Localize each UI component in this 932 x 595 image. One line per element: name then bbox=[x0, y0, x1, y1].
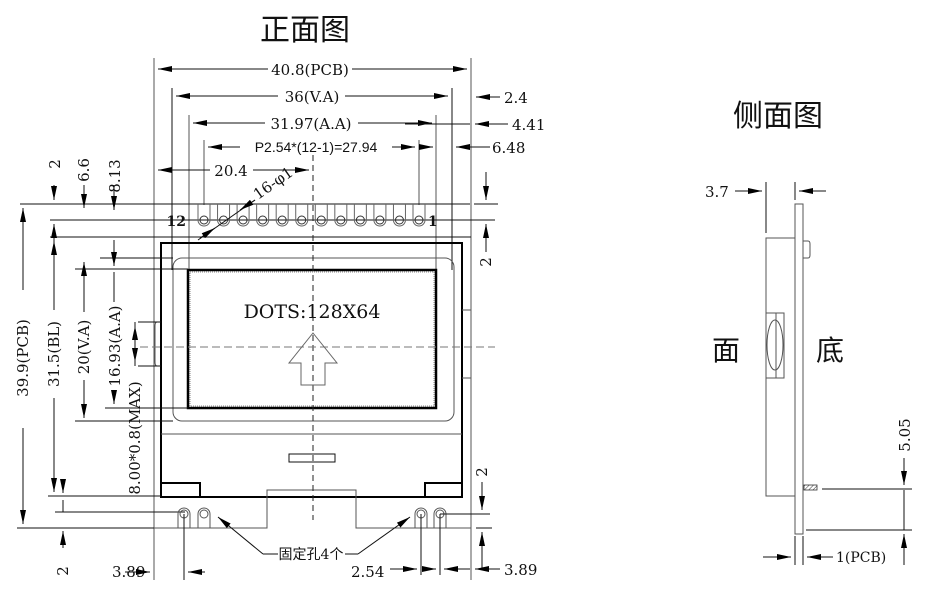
dim-bottom-2-left: 2 bbox=[54, 566, 72, 576]
dim-center-offset: 20.4 bbox=[214, 162, 247, 180]
mount-holes bbox=[177, 507, 447, 528]
dim-pcb-thickness: 1(PCB) bbox=[836, 550, 886, 566]
dim-va-height: 20(V.A) bbox=[75, 320, 93, 375]
face-label: 面 bbox=[712, 334, 740, 367]
pin-pad bbox=[236, 204, 250, 227]
dim-right-top-2: 2 bbox=[477, 257, 495, 267]
pcb-bottom-notch bbox=[154, 489, 471, 529]
side-connector bbox=[803, 240, 811, 259]
pin-pad bbox=[256, 204, 270, 227]
dim-offset-6-48: 6.48 bbox=[492, 139, 525, 157]
side-pcb bbox=[794, 203, 804, 535]
side-view-title: 侧面图 bbox=[733, 99, 823, 134]
pin-pad bbox=[275, 204, 289, 227]
backlight-frame bbox=[160, 242, 463, 498]
bottom-label: 底 bbox=[816, 334, 844, 367]
dim-side-thickness: 3.7 bbox=[705, 183, 729, 201]
dim-hole-spec: 16-φ1 bbox=[250, 163, 297, 203]
dim-bottom-right-3-89: 3.89 bbox=[504, 561, 537, 579]
pin-pad bbox=[373, 204, 387, 227]
dim-aa-height: 16.93(A.A) bbox=[106, 305, 124, 386]
orientation-arrow-icon bbox=[287, 332, 339, 386]
pin-first-label: 12 bbox=[167, 214, 186, 230]
dim-bottom-2-54: 2.54 bbox=[351, 563, 384, 581]
bottom-dimensions: 3.89 2.54 3.89 固定孔4个 bbox=[112, 516, 537, 581]
right-dimensions: 2 2 bbox=[473, 172, 498, 568]
side-pin bbox=[803, 484, 818, 491]
dim-bl-height: 31.5(BL) bbox=[45, 321, 63, 387]
side-view: 面 底 3.7 1(PCB) 5.05 bbox=[705, 182, 914, 566]
front-view: DOTS:128X64 12 1 bbox=[17, 58, 495, 580]
left-dimensions: 39.9(PCB) 2 31.5(BL) 6.6 20(V.A) 8.13 16… bbox=[14, 158, 144, 576]
front-view-title: 正面图 bbox=[260, 13, 350, 48]
pin-pad bbox=[217, 204, 231, 227]
dim-offset-2-4: 2.4 bbox=[504, 89, 528, 107]
dim-aa-width: 31.97(A.A) bbox=[270, 115, 351, 133]
dim-offset-4-41: 4.41 bbox=[512, 116, 545, 134]
dim-top-6-6: 6.6 bbox=[75, 158, 93, 182]
dim-top-8-13: 8.13 bbox=[106, 159, 124, 192]
dim-max-label: 8.00*0.8(MAX) bbox=[126, 381, 144, 494]
pin-pad bbox=[334, 204, 348, 227]
side-tab bbox=[765, 312, 785, 379]
dots-label: DOTS:128X64 bbox=[244, 301, 381, 323]
dim-top-2: 2 bbox=[46, 159, 64, 169]
dim-pcb-width: 40.8(PCB) bbox=[271, 61, 349, 79]
pin-pad bbox=[295, 204, 309, 227]
mount-hole bbox=[197, 507, 211, 528]
side-module-body bbox=[765, 237, 795, 497]
pin-pad bbox=[314, 204, 328, 227]
top-dimensions: 40.8(PCB) 36(V.A) 2.4 31.97(A.A) 4.41 P2… bbox=[158, 61, 545, 241]
dim-va-width: 36(V.A) bbox=[285, 88, 340, 106]
dim-pcb-height: 39.9(PCB) bbox=[14, 319, 32, 397]
pin-pad bbox=[412, 204, 426, 227]
pin-pad bbox=[392, 204, 406, 227]
dim-pin-pitch: P2.54*(12-1)=27.94 bbox=[255, 139, 378, 155]
dim-pin-offset: 5.05 bbox=[896, 418, 914, 451]
pin-row bbox=[197, 204, 426, 227]
pin-pad bbox=[353, 204, 367, 227]
pin-last-label: 1 bbox=[428, 214, 438, 230]
pin-pad bbox=[197, 204, 211, 227]
active-area bbox=[186, 268, 438, 410]
mount-holes-label: 固定孔4个 bbox=[279, 547, 344, 563]
dim-right-bottom-2: 2 bbox=[473, 467, 491, 477]
frame-slot bbox=[288, 453, 336, 463]
